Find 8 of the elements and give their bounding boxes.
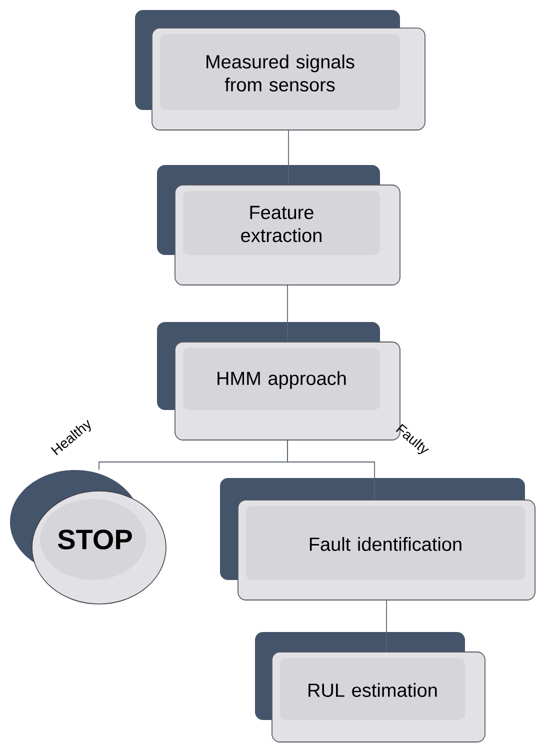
process-box: Fault identification [220, 478, 536, 600]
connector-line [287, 285, 288, 342]
connector-line [287, 440, 376, 500]
connector-line [386, 600, 387, 652]
process-box: Measured signals from sensors [135, 10, 426, 130]
connector-line [288, 130, 289, 185]
process-box: Feature extraction [157, 165, 400, 286]
process-box: RUL estimation [255, 632, 486, 742]
